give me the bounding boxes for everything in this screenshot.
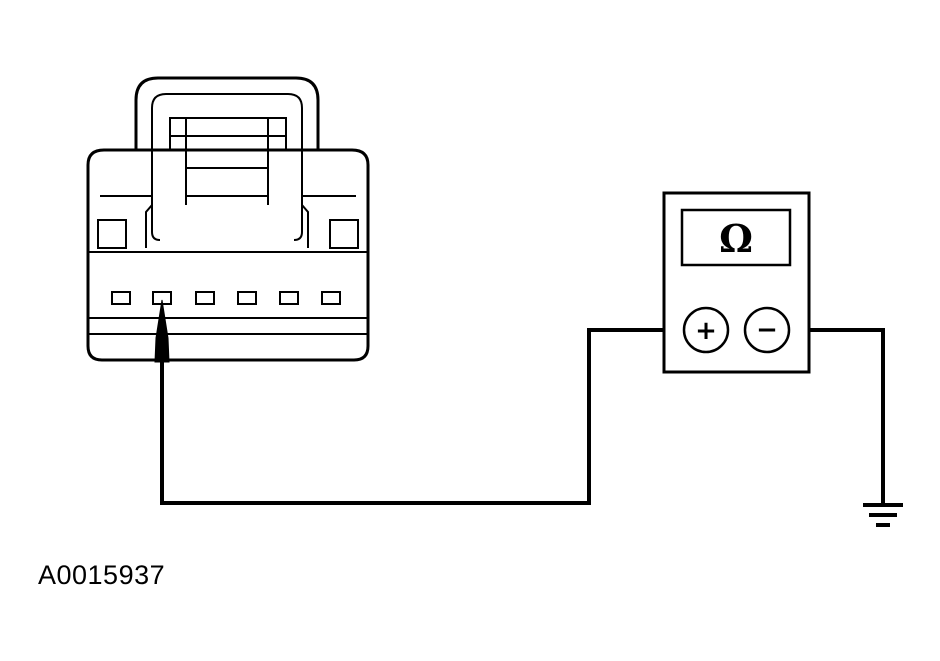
- negative-lead: [786, 328, 885, 503]
- connector-body: [86, 148, 370, 362]
- connector-latch-inner: [151, 93, 303, 150]
- connector-latch: [134, 76, 320, 150]
- positive-lead: [160, 328, 686, 505]
- negative-terminal-sign: −: [756, 315, 778, 345]
- connector-cavity-4: [237, 291, 257, 305]
- positive-terminal-sign: +: [695, 316, 717, 346]
- figure-id: A0015937: [38, 560, 166, 590]
- connector-cavity-3: [195, 291, 215, 305]
- connector-cavity-6: [321, 291, 341, 305]
- ohmmeter-icon: Ω + −: [662, 191, 811, 374]
- positive-terminal: [682, 306, 730, 354]
- negative-terminal: [743, 306, 791, 354]
- connector-cavity-1: [111, 291, 131, 305]
- connector-cavity-5: [279, 291, 299, 305]
- meter-display-symbol: Ω: [719, 216, 753, 261]
- test-leads: [160, 328, 885, 505]
- meter-display: [680, 208, 792, 267]
- ground-symbol-icon: [863, 503, 903, 527]
- connector-icon: [86, 76, 370, 362]
- probe-tip-icon: [154, 299, 170, 363]
